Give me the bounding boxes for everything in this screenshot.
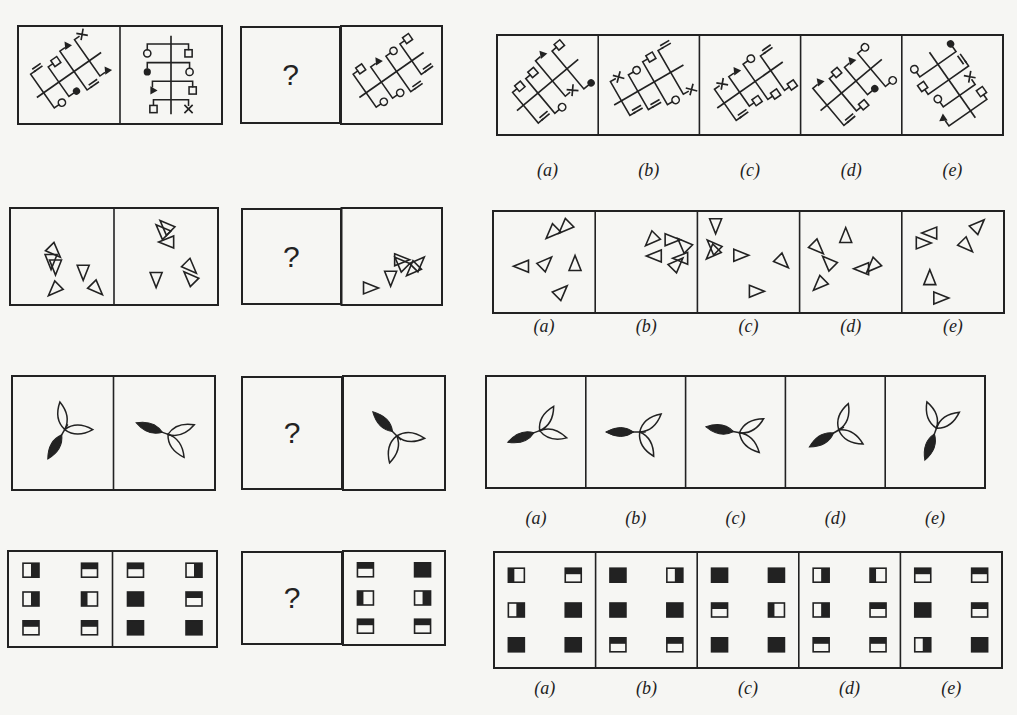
figure-leaf [905, 397, 964, 467]
option-label: (b) [586, 508, 686, 529]
figure-tree [703, 42, 799, 131]
figure-tri [641, 231, 692, 273]
option-label: (c) [697, 678, 799, 699]
option-label: (e) [902, 160, 1003, 181]
question-box: ? [241, 376, 343, 490]
question-box: ? [241, 551, 343, 645]
figure-sq [610, 568, 683, 652]
figure-tree [497, 35, 598, 134]
option-label: (b) [598, 160, 699, 181]
figure-leaf [29, 398, 100, 472]
figure-leaf [354, 397, 429, 472]
option-label: (a) [497, 160, 598, 181]
question-mark: ? [284, 581, 301, 615]
figure-tri [916, 215, 988, 304]
figure-tree [600, 40, 698, 131]
figure-tree [144, 36, 197, 114]
question-mark: ? [282, 58, 299, 92]
figure-sq [508, 568, 581, 652]
option-label: (c) [699, 160, 800, 181]
figure-tri [44, 242, 107, 300]
option-label: (d) [799, 678, 901, 699]
option-strip [493, 211, 1004, 313]
option-label: (a) [493, 316, 595, 337]
option-label: (d) [800, 316, 902, 337]
figure-leaf [799, 399, 873, 470]
figure-tri [150, 216, 200, 287]
figure-leaf [606, 411, 664, 459]
figure-tree [20, 28, 114, 116]
figure-pair [8, 551, 217, 647]
question-mark: ? [283, 240, 300, 274]
option-strip [486, 376, 985, 488]
figure-pair [10, 208, 218, 305]
option-label: (d) [801, 160, 902, 181]
option-label: (e) [885, 508, 985, 529]
figure-tri [364, 253, 429, 294]
figure-sq [357, 563, 430, 633]
figure-tri [808, 228, 881, 295]
figure-sq [813, 568, 886, 652]
question-mark: ? [284, 416, 301, 450]
figure-leaf [500, 402, 570, 461]
figure-tree [344, 31, 438, 118]
figure-sq [915, 568, 988, 652]
option-label: (a) [494, 678, 596, 699]
question-box: ? [240, 26, 341, 124]
option-label: (b) [595, 316, 697, 337]
answer-figure-box [343, 551, 445, 645]
figure-sq [127, 563, 202, 635]
option-label: (d) [785, 508, 885, 529]
figure-leaf [703, 406, 769, 457]
answer-figure-box [343, 376, 445, 490]
figure-sq [712, 568, 785, 652]
option-label: (e) [902, 316, 1004, 337]
figure-tri [513, 218, 581, 300]
option-label: (c) [697, 316, 799, 337]
figure-tree [803, 38, 899, 131]
figure-leaf [129, 403, 199, 462]
option-label: (a) [486, 508, 586, 529]
figure-tree [904, 37, 997, 135]
figure-tri [702, 219, 792, 298]
answer-figure-box [342, 208, 443, 305]
option-strip [494, 552, 1002, 668]
answer-figure-box [341, 26, 442, 124]
figure-pair [18, 26, 222, 124]
option-label: (c) [686, 508, 786, 529]
figure-sq [23, 563, 98, 635]
question-box: ? [241, 208, 342, 305]
option-strip [497, 35, 1003, 135]
option-label: (b) [596, 678, 698, 699]
option-label: (e) [900, 678, 1002, 699]
figure-pair [12, 376, 215, 490]
